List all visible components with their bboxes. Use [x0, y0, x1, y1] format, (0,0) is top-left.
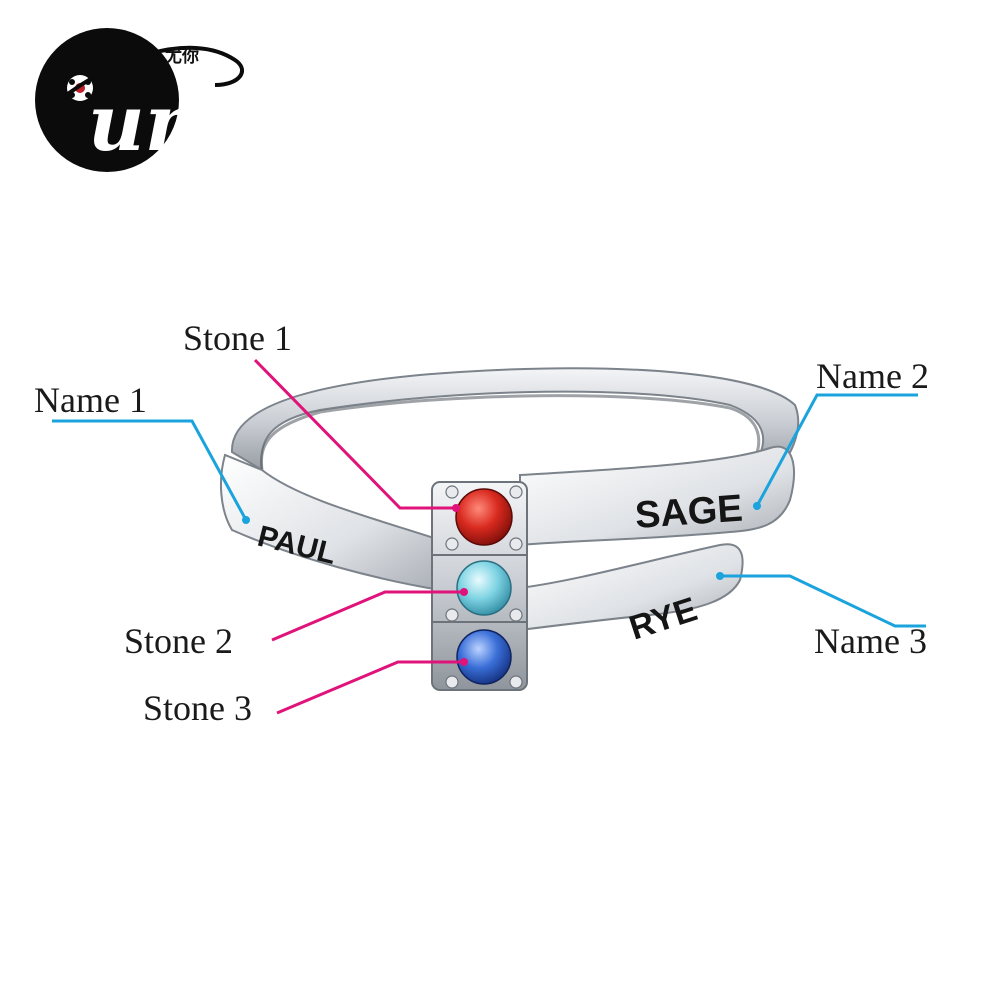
callout-stone-3: Stone 3	[143, 688, 252, 728]
engraving-name-2: SAGE	[634, 488, 744, 537]
logo-disc	[35, 28, 179, 172]
stone-2-gem	[456, 560, 512, 616]
stone-leaders	[253, 358, 462, 715]
ring-inner-shadow	[259, 394, 761, 471]
name-2-leader	[755, 393, 918, 507]
callout-name-2: Name 2	[816, 356, 929, 396]
logo-cjk: 尤你	[165, 46, 199, 67]
prongs	[445, 485, 523, 689]
callout-name-3: Name 3	[814, 621, 927, 661]
name-1-leader	[52, 419, 248, 521]
brand-logo: uny 尤你	[35, 28, 251, 172]
name-3-leader	[720, 574, 926, 628]
ring: PAUL SAGE RYE	[220, 367, 800, 691]
stone-3-leader	[276, 660, 462, 715]
stone-1-gem	[455, 488, 513, 546]
callout-stone-1: Stone 1	[183, 318, 292, 358]
name-leaders	[52, 393, 926, 628]
lower-right-shank	[519, 543, 744, 632]
callout-stone-2: Stone 2	[124, 621, 233, 661]
stone-2-leader	[271, 590, 462, 642]
logo-script: uny	[88, 78, 251, 169]
logo-swash	[58, 45, 244, 102]
callout-name-1: Name 1	[34, 380, 147, 420]
upper-right-shank	[519, 445, 795, 547]
stone-3-gem	[456, 629, 512, 685]
left-shank	[220, 453, 441, 592]
stone-1-leader	[253, 358, 454, 510]
